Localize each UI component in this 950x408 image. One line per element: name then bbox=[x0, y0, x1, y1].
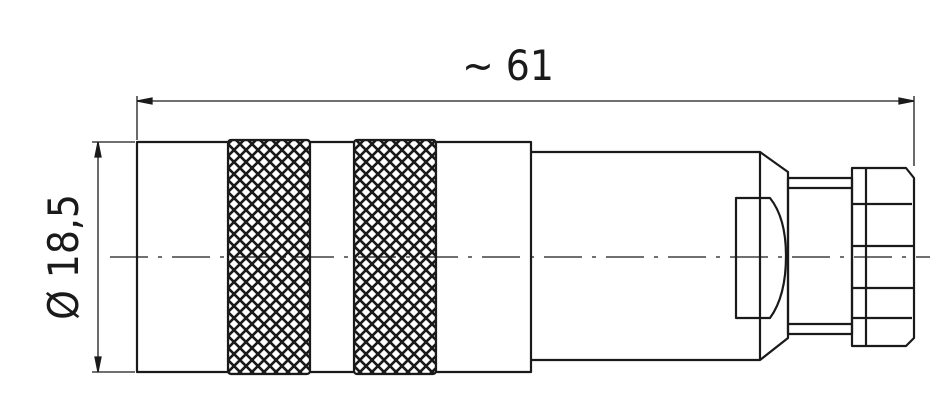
length-dimension bbox=[136, 96, 915, 166]
body-tube bbox=[531, 150, 790, 362]
body-window bbox=[734, 196, 788, 320]
diameter-label: Ø 18,5 bbox=[39, 194, 88, 320]
cable-neck bbox=[786, 176, 854, 336]
length-label: ~ 61 bbox=[462, 41, 554, 90]
diameter-dimension bbox=[92, 141, 135, 373]
gland-nut bbox=[850, 166, 916, 348]
